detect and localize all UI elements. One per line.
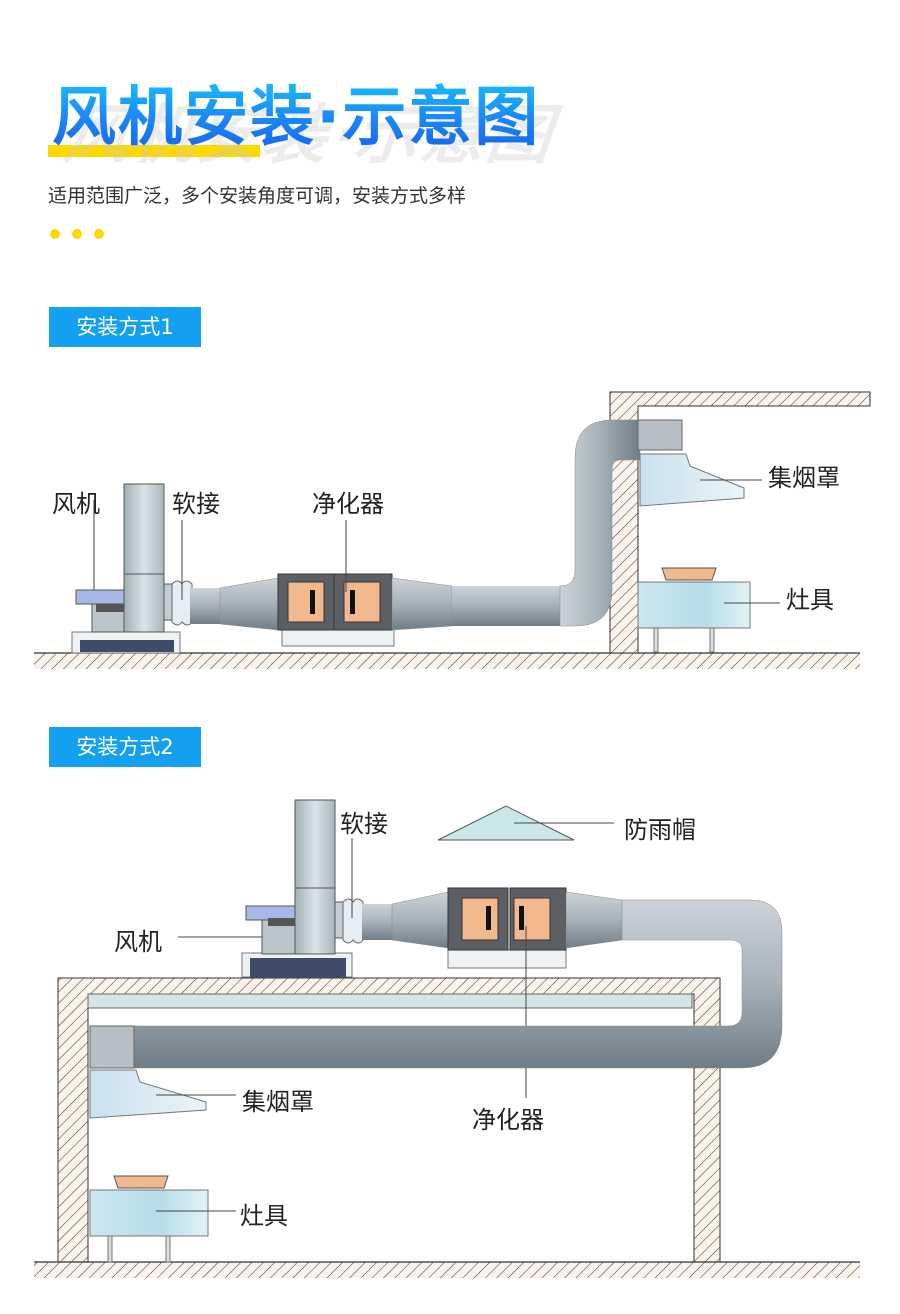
method2-label-stove: 灶具 xyxy=(240,1202,288,1230)
method2-label-hood: 集烟罩 xyxy=(242,1088,314,1116)
ground xyxy=(34,1262,860,1278)
hood xyxy=(89,1069,207,1119)
ground xyxy=(34,653,860,669)
method1-label-soft-joint: 软接 xyxy=(172,490,220,518)
page-subtitle: 适用范围广泛，多个安装角度可调，安装方式多样 xyxy=(48,185,467,207)
method2-badge: 安装方式2 xyxy=(49,727,201,767)
method2-diagram xyxy=(34,799,860,1278)
wall xyxy=(609,391,871,654)
soft-joint xyxy=(334,898,364,944)
soft-joint xyxy=(163,580,193,626)
method1-label-fan: 风机 xyxy=(52,490,100,518)
purifier xyxy=(447,887,567,969)
method2-label-purifier: 净化器 xyxy=(472,1106,544,1134)
method1-label-hood: 集烟罩 xyxy=(768,464,840,492)
method2-label-fan: 风机 xyxy=(114,928,162,956)
method1-label-stove: 灶具 xyxy=(786,586,834,614)
title-highlight-bar xyxy=(48,145,260,157)
method1-badge: 安装方式1 xyxy=(49,307,201,347)
dot xyxy=(94,229,104,239)
page-title: 风机安装·示意图 xyxy=(52,78,540,158)
hood xyxy=(639,453,745,507)
method1-label-purifier: 净化器 xyxy=(312,490,384,518)
stove xyxy=(89,1175,209,1263)
fan-unit xyxy=(241,799,353,978)
decorative-dots xyxy=(50,229,104,239)
stove xyxy=(637,567,751,653)
dot xyxy=(50,229,60,239)
ceiling-panel xyxy=(87,993,693,1009)
method2-label-soft-joint: 软接 xyxy=(340,810,388,838)
fan-unit xyxy=(71,483,181,654)
method1-diagram xyxy=(34,391,871,669)
purifier xyxy=(277,573,395,647)
method2-label-rain-cap: 防雨帽 xyxy=(624,816,696,844)
dot xyxy=(72,229,82,239)
